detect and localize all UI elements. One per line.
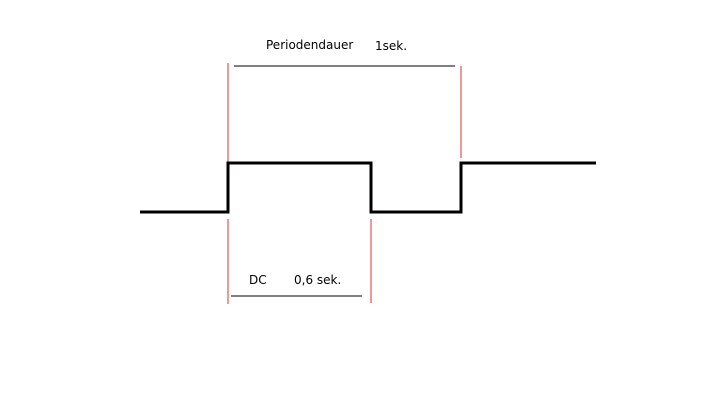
duty-cycle-value: 0,6 sek.: [294, 273, 342, 287]
duty-cycle-label: DC: [249, 273, 267, 287]
period-label: Periodendauer: [266, 38, 354, 52]
period-value: 1sek.: [375, 39, 408, 53]
square-wave-signal: [140, 161, 596, 214]
